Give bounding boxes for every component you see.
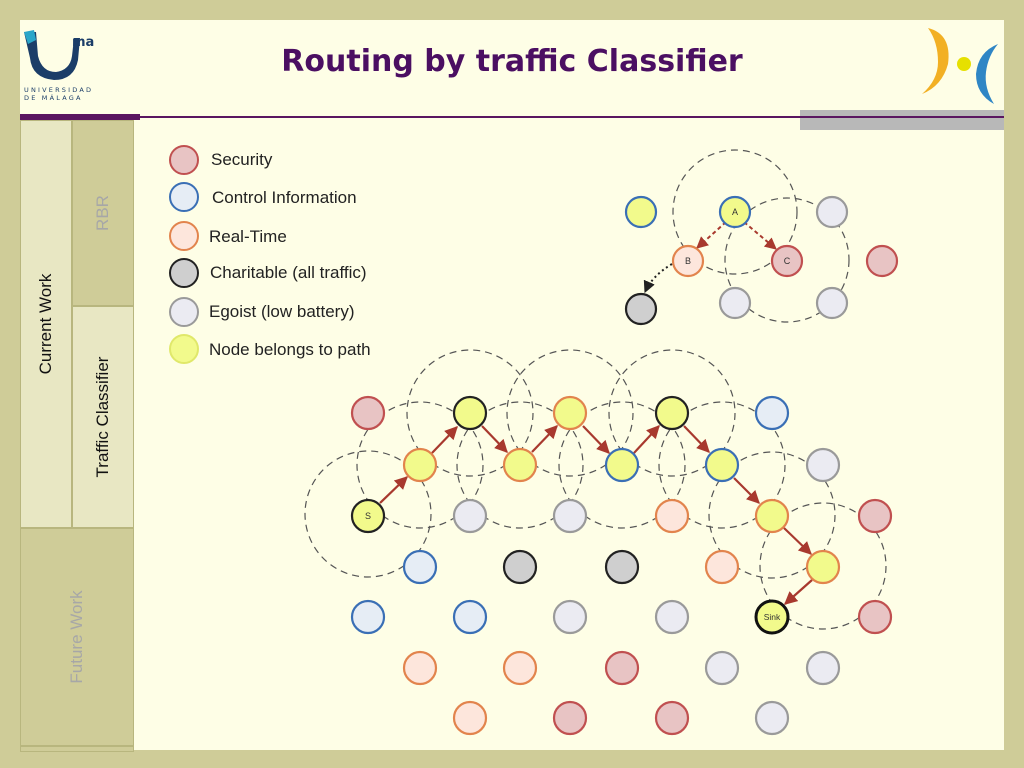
node-security [857, 498, 893, 534]
sink-label: Sink [764, 612, 781, 622]
legend-control-label: Control Information [212, 188, 357, 207]
sidebar-current-work[interactable]: Current Work [20, 120, 72, 528]
node-control [402, 549, 438, 585]
node-security [857, 599, 893, 635]
legend-security-label: Security [211, 150, 273, 169]
small-example-nodes [624, 195, 899, 326]
university-name-line1: UNIVERSIDAD [24, 86, 94, 94]
node-egoist [704, 650, 740, 686]
node-egoist [718, 286, 752, 320]
node-a [718, 195, 752, 229]
node-egoist [552, 498, 588, 534]
node-realtime [654, 498, 690, 534]
node-a-label: A [732, 207, 738, 217]
main-network-nodes [350, 395, 893, 736]
node-charitable [502, 549, 538, 585]
header-rule-accent [20, 114, 140, 120]
legend-egoist-label: Egoist (low battery) [209, 302, 355, 321]
node-b-label: B [685, 256, 691, 266]
node-c [770, 244, 804, 278]
node-egoist [805, 447, 841, 483]
page-title: Routing by traffic Classifier [281, 44, 743, 79]
node-control-path [704, 447, 740, 483]
node-realtime [502, 650, 538, 686]
route-arrows [379, 425, 813, 605]
header-rule [20, 116, 1004, 118]
node-realtime-path [805, 549, 841, 585]
legend-path-label: Node belongs to path [209, 340, 371, 359]
small-example-arrows [643, 221, 777, 294]
logo-mark-text: ma [72, 35, 94, 50]
node-charitable-path [654, 395, 690, 431]
node-charitable [604, 549, 640, 585]
node-charitable [624, 292, 658, 326]
node-egoist [754, 700, 790, 736]
node-realtime-path [754, 498, 790, 534]
node-realtime-path [552, 395, 588, 431]
sidebar-footer-bar [20, 746, 134, 752]
node-security [350, 395, 386, 431]
sidebar-future-work[interactable]: Future Work [20, 528, 134, 746]
university-name-line2: DE MÁLAGA [24, 94, 83, 102]
node-control-path [624, 195, 658, 229]
node-egoist [815, 286, 849, 320]
node-egoist [654, 599, 690, 635]
node-realtime [452, 700, 488, 736]
node-egoist [815, 195, 849, 229]
sidebar-rbr[interactable]: RBR [72, 120, 134, 306]
university-logo: ma [20, 26, 100, 87]
legend-charitable-label: Charitable (all traffic) [210, 263, 367, 282]
node-security [865, 244, 899, 278]
node-egoist [805, 650, 841, 686]
university-name: UNIVERSIDAD DE MÁLAGA [24, 86, 93, 102]
node-security [604, 650, 640, 686]
conference-logo [918, 24, 1008, 113]
node-realtime-path [502, 447, 538, 483]
node-control [754, 395, 790, 431]
main-network-ranges [304, 349, 887, 630]
node-egoist [552, 599, 588, 635]
node-control [350, 599, 386, 635]
node-realtime [402, 650, 438, 686]
node-control [452, 599, 488, 635]
node-source [350, 498, 386, 534]
node-security [654, 700, 690, 736]
small-example-ranges [672, 149, 850, 323]
legend-realtime-label: Real-Time [209, 227, 287, 246]
node-control-path [604, 447, 640, 483]
node-sink [754, 599, 790, 635]
sidebar-traffic-classifier[interactable]: Traffic Classifier [72, 306, 134, 528]
node-egoist [452, 498, 488, 534]
header-rule-right [800, 116, 1004, 118]
header-rule-gray [800, 110, 1004, 130]
node-charitable-path [452, 395, 488, 431]
slide-background [20, 20, 1004, 750]
node-c-label: C [784, 256, 791, 266]
source-label: S [365, 511, 371, 521]
node-realtime [704, 549, 740, 585]
node-b [671, 244, 705, 278]
node-security [552, 700, 588, 736]
node-realtime-path [402, 447, 438, 483]
